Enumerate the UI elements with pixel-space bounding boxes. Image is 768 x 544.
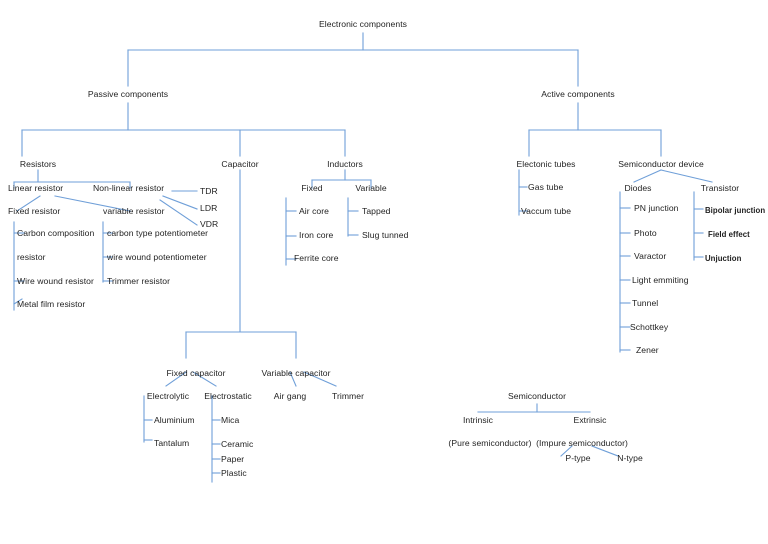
node-semiconductor-device: Semiconductor device [618,159,704,169]
node-non-linear-resistor: Non-linear resistor [93,183,165,193]
node-active-components: Active components [541,89,615,99]
node-photo: Photo [634,228,657,238]
node-metal-film-resistor: Metal film resistor [17,299,86,309]
node-inductor-variable: Variable [355,183,387,193]
node-pure-semiconductor: (Pure semiconductor) [448,438,532,448]
node-p-type: P-type [565,453,591,463]
node-aluminium: Aluminium [154,415,195,425]
node-bipolar-junction: Bipolar junction [705,206,766,215]
node-extrinsic: Extrinsic [573,415,607,425]
node-vdr: VDR [200,219,219,229]
node-plastic: Plastic [221,468,247,478]
node-variable-resistor: variable resistor [103,206,165,216]
node-semiconductor: Semiconductor [508,391,566,401]
node-paper: Paper [221,454,245,464]
node-diodes: Diodes [624,183,652,193]
node-carbon-composition-resistor-line2: resistor [17,252,46,262]
node-wire-wound-resistor: Wire wound resistor [17,276,94,286]
node-transistor: Transistor [700,183,740,193]
node-unjuction: Unjuction [705,254,742,263]
node-air-gang: Air gang [273,391,307,401]
node-air-core: Air core [299,206,330,216]
node-intrinsic: Intrinsic [462,415,494,425]
node-trimmer-resistor: Trimmer resistor [107,276,171,286]
node-carbon-composition-resistor-line1: Carbon composition [17,228,95,238]
node-n-type: N-type [617,453,643,463]
node-fixed-capacitor: Fixed capacitor [166,368,226,378]
node-varactor: Varactor [634,251,667,261]
node-electronic-tubes: Electonic tubes [516,159,576,169]
node-light-emmiting: Light emmiting [632,275,689,285]
node-gas-tube: Gas tube [528,182,564,192]
node-tdr: TDR [200,186,218,196]
node-ferrite-core: Ferrite core [294,253,339,263]
node-passive-components: Passive components [87,89,169,99]
node-tantalum: Tantalum [154,438,190,448]
node-fixed-resistor: Fixed resistor [8,206,61,216]
node-schottkey: Schottkey [630,322,669,332]
node-electrostatic: Electrostatic [204,391,252,401]
node-ceramic: Ceramic [221,439,254,449]
node-inductors: Inductors [327,159,363,169]
node-capacitor: Capacitor [221,159,259,169]
node-zener: Zener [636,345,659,355]
node-linear-resistor: Linear resistor [8,183,64,193]
node-pn-junction: PN junction [634,203,679,213]
node-inductor-fixed: Fixed [301,183,323,193]
node-tapped: Tapped [362,206,391,216]
node-mica: Mica [221,415,240,425]
node-root: Electronic components [319,19,407,29]
node-tunnel: Tunnel [632,298,659,308]
node-wire-wound-potentiometer: wire wound potentiometer [107,252,207,262]
node-impure-semiconductor: (Impure semiconductor) [536,438,628,448]
node-vaccum-tube: Vaccum tube [521,206,572,216]
node-electrolytic: Electrolytic [146,391,190,401]
node-carbon-type-potentiometer: carbon type potentiometer [107,228,209,238]
node-variable-capacitor: Variable capacitor [261,368,331,378]
node-field-effect: Field effect [708,230,750,239]
node-trimmer: Trimmer [331,391,365,401]
node-iron-core: Iron core [299,230,334,240]
node-resistors: Resistors [19,159,57,169]
node-slug-tunned: Slug tunned [362,230,409,240]
node-ldr: LDR [200,203,218,213]
